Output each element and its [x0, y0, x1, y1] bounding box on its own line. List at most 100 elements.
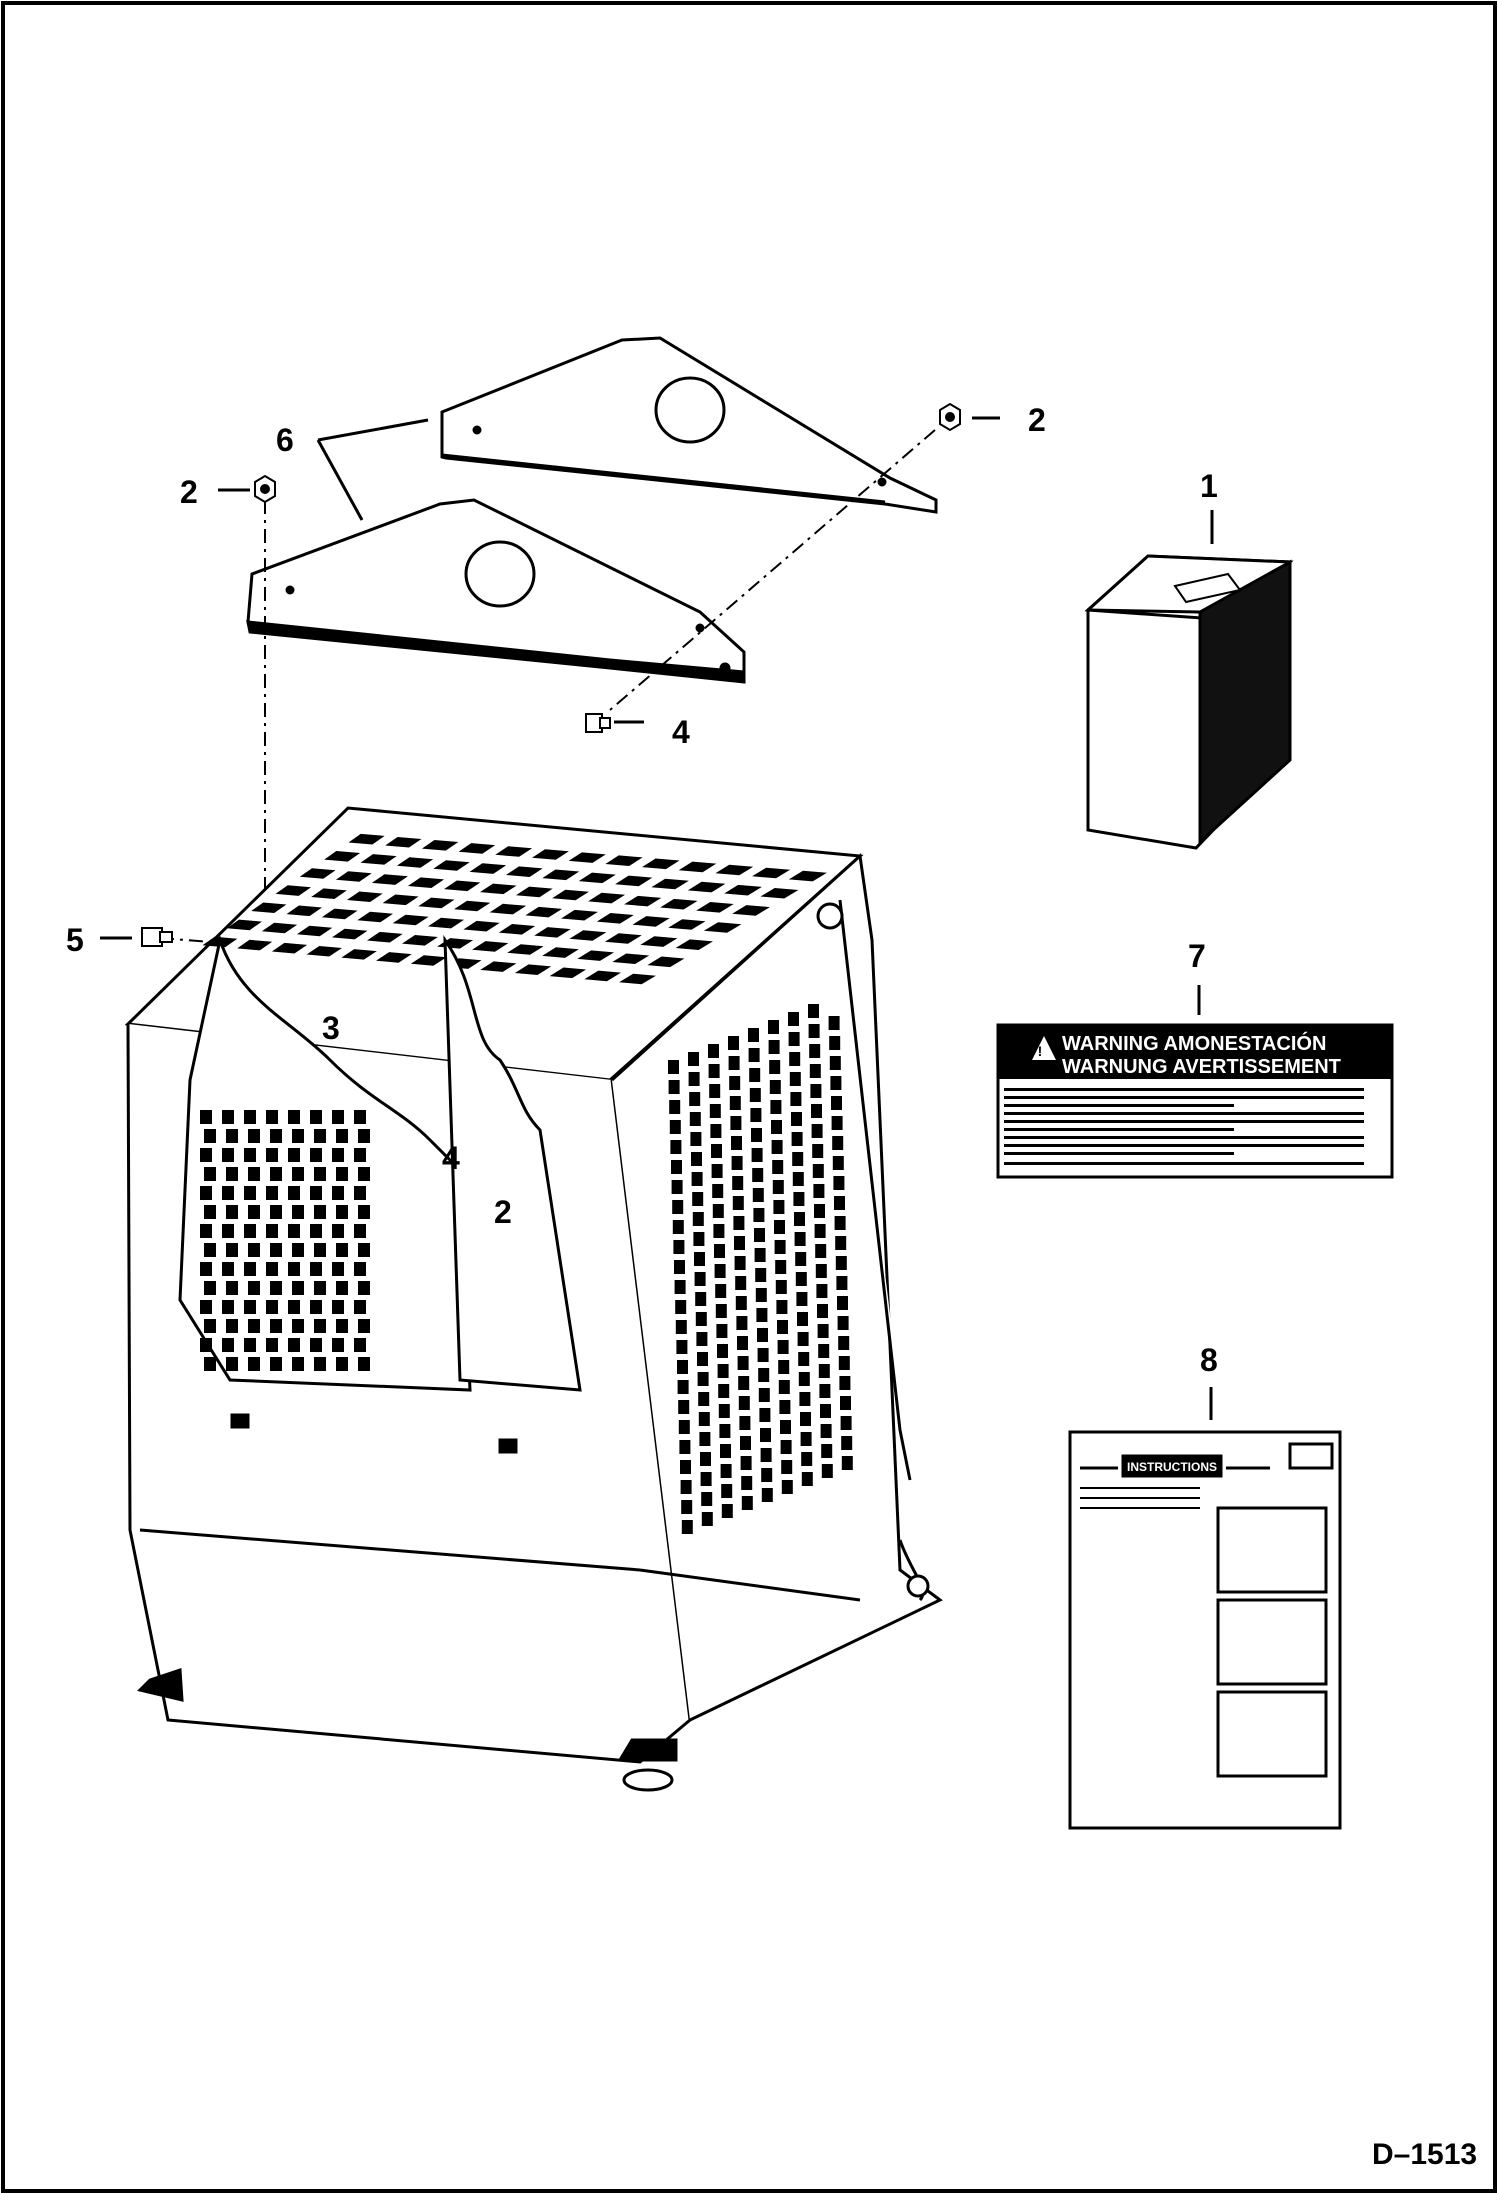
right-grille-cell — [812, 1144, 824, 1158]
right-grille-cell — [771, 1120, 782, 1134]
right-grille-cell — [775, 1280, 787, 1294]
right-grille-cell — [814, 1204, 825, 1218]
left-grille-cell — [200, 1338, 212, 1352]
right-grille-cell — [832, 1136, 844, 1150]
right-grille-cell — [698, 1392, 710, 1406]
right-grille-cell — [673, 1240, 685, 1254]
left-grille-cell — [200, 1224, 212, 1238]
left-grille-cell — [270, 1281, 282, 1295]
right-grille-cell — [778, 1360, 790, 1374]
right-grille-cell — [737, 1356, 749, 1370]
right-grille-cell — [788, 1012, 799, 1026]
right-grille-cell — [729, 1076, 741, 1090]
left-grille-cell — [248, 1129, 260, 1143]
left-grille-cell — [332, 1148, 344, 1162]
left-grille-cell — [310, 1148, 322, 1162]
right-grille-cell — [810, 1084, 822, 1098]
roof-grid-cell — [552, 889, 589, 901]
right-grille-cell — [730, 1116, 742, 1130]
right-grille-cell — [674, 1280, 686, 1294]
left-grille-cell — [358, 1319, 370, 1333]
roof-grid-cell — [651, 878, 689, 890]
right-grille-cell — [714, 1264, 726, 1278]
roof-grid-cell — [335, 871, 372, 882]
right-grille-cell — [760, 1428, 771, 1442]
right-grille-cell — [711, 1164, 723, 1178]
roof-grid-cell — [696, 902, 734, 913]
right-grille-cell — [681, 1520, 693, 1534]
left-grille-cell — [248, 1167, 260, 1181]
roof-grid-cell — [410, 955, 447, 966]
left-grille-cell — [332, 1186, 344, 1200]
right-grille-cell — [735, 1296, 747, 1310]
left-grille-cell — [310, 1186, 322, 1200]
left-grille-cell — [248, 1243, 260, 1257]
right-grille-cell — [720, 1464, 732, 1478]
callout-2-top-right: 2 — [1028, 402, 1046, 438]
roof-grid-cell — [444, 880, 481, 892]
right-grille-cell — [801, 1452, 813, 1466]
right-grille-cell — [688, 1052, 699, 1066]
left-grille-cell — [288, 1110, 300, 1124]
roof-grid-cell — [542, 947, 579, 958]
roof-grid-cell — [732, 905, 770, 916]
roof-grid-cell — [632, 916, 670, 927]
right-grille-cell — [677, 1360, 688, 1374]
right-grille-cell — [818, 1364, 830, 1378]
right-grille-cell — [691, 1172, 703, 1186]
callout-2-top-left: 2 — [180, 474, 198, 510]
right-grille-cell — [812, 1164, 824, 1178]
right-grille-cell — [811, 1124, 823, 1138]
warning-fine-print — [1004, 1136, 1364, 1139]
cutaway — [178, 934, 582, 1392]
left-grille-cell — [270, 1357, 282, 1371]
roof-grid-cell — [271, 942, 308, 954]
right-grille — [668, 1004, 853, 1534]
right-grille-cell — [709, 1104, 721, 1118]
left-grille-cell — [226, 1167, 238, 1181]
right-grille-cell — [701, 1492, 713, 1506]
left-grille-cell — [336, 1319, 348, 1333]
right-grille-cell — [748, 1048, 760, 1062]
roof-grid-cell — [678, 861, 717, 873]
roof-grid-cell — [752, 867, 791, 879]
right-grille-cell — [712, 1204, 724, 1218]
left-grille-cell — [332, 1262, 344, 1276]
left-grille-cell — [288, 1148, 300, 1162]
left-grille-cell — [336, 1243, 348, 1257]
left-grille-cell — [204, 1129, 216, 1143]
right-grille-cell — [676, 1340, 688, 1354]
right-grille-cell — [715, 1284, 727, 1298]
right-grille-cell — [733, 1216, 745, 1230]
right-grille-cell — [788, 1032, 800, 1046]
right-grille-cell — [680, 1460, 691, 1474]
warning-fine-print — [1004, 1096, 1364, 1099]
right-grille-cell — [801, 1472, 813, 1486]
right-grille-cell — [837, 1316, 849, 1330]
right-grille-cell — [798, 1352, 810, 1366]
roof-grid-cell — [624, 895, 662, 907]
left-grille-cell — [358, 1205, 370, 1219]
left-grille-cell — [248, 1281, 260, 1295]
left-grille-cell — [244, 1300, 256, 1314]
left-grille-cell — [310, 1262, 322, 1276]
left-grille-cell — [314, 1129, 326, 1143]
right-grille-cell — [796, 1292, 808, 1306]
left-grille-cell — [244, 1186, 256, 1200]
right-grille-cell — [808, 1004, 819, 1018]
left-grille-cell — [222, 1300, 234, 1314]
warning-decal: ! WARNING AMONESTACIÓN WARNUNG AVERTISSE… — [996, 1023, 1394, 1179]
left-grille-cell — [310, 1338, 322, 1352]
roof-grid-cell — [237, 939, 273, 951]
roof-grid-cell — [251, 902, 287, 913]
right-grille-cell — [838, 1336, 850, 1350]
left-grille-cell — [266, 1110, 278, 1124]
left-grille-cell — [314, 1243, 326, 1257]
roof-grid-cell — [612, 953, 650, 964]
right-grille-cell — [840, 1416, 852, 1430]
callout-4-lower: 4 — [442, 1140, 460, 1176]
roof-grid-cell — [371, 874, 408, 885]
right-grille-cell — [729, 1096, 741, 1110]
right-grille-cell — [732, 1176, 744, 1190]
right-grille-cell — [669, 1100, 681, 1114]
